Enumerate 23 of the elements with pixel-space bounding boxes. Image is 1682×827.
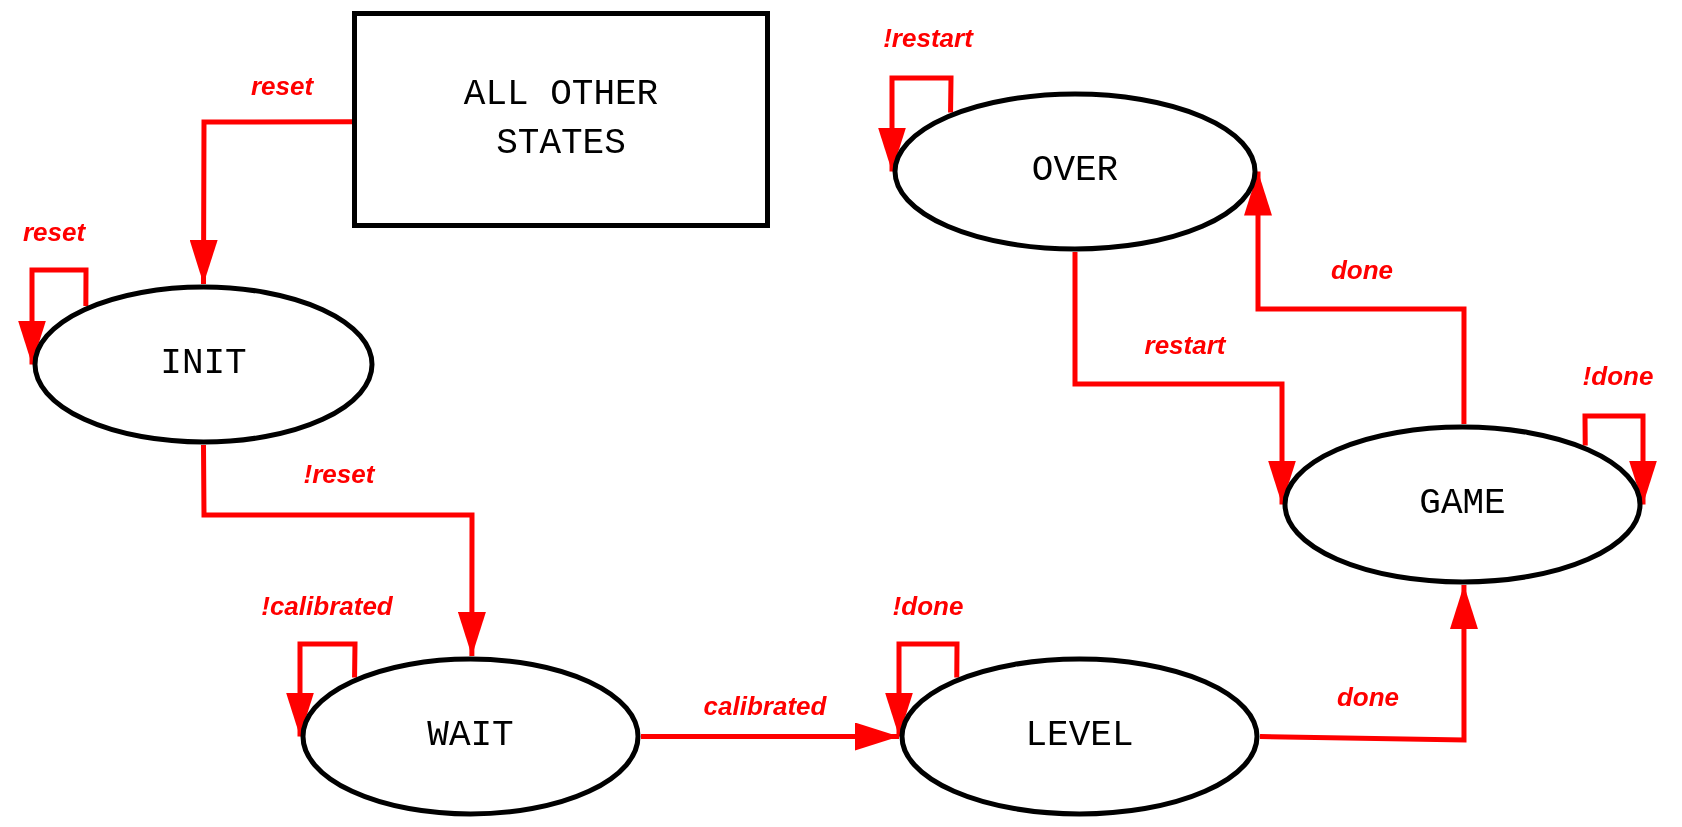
- arrow: [885, 641, 960, 737]
- state-name: ALL OTHER STATES: [462, 72, 660, 166]
- state-name: WAIT: [427, 714, 514, 759]
- state-ellipse: [32, 284, 375, 445]
- arrow: [1259, 585, 1478, 743]
- arrow: [201, 445, 486, 656]
- state-ellipse: [1282, 424, 1643, 585]
- state-name: GAME: [1419, 482, 1506, 527]
- state-ellipse: [892, 91, 1258, 252]
- arrow: [189, 119, 352, 284]
- state-ellipse: [300, 656, 641, 817]
- state-name: LEVEL: [1025, 714, 1134, 759]
- arrow: [1072, 252, 1296, 505]
- arrow: [1582, 413, 1657, 505]
- state-box: [352, 11, 770, 228]
- arrow: [18, 267, 89, 365]
- arrow: [1244, 171, 1467, 424]
- state-name: INIT: [160, 342, 247, 387]
- state-ellipse: [899, 656, 1260, 817]
- state-name: OVER: [1031, 149, 1119, 194]
- arrow: [878, 75, 954, 172]
- arrow: [641, 722, 899, 751]
- arrow: [286, 641, 358, 737]
